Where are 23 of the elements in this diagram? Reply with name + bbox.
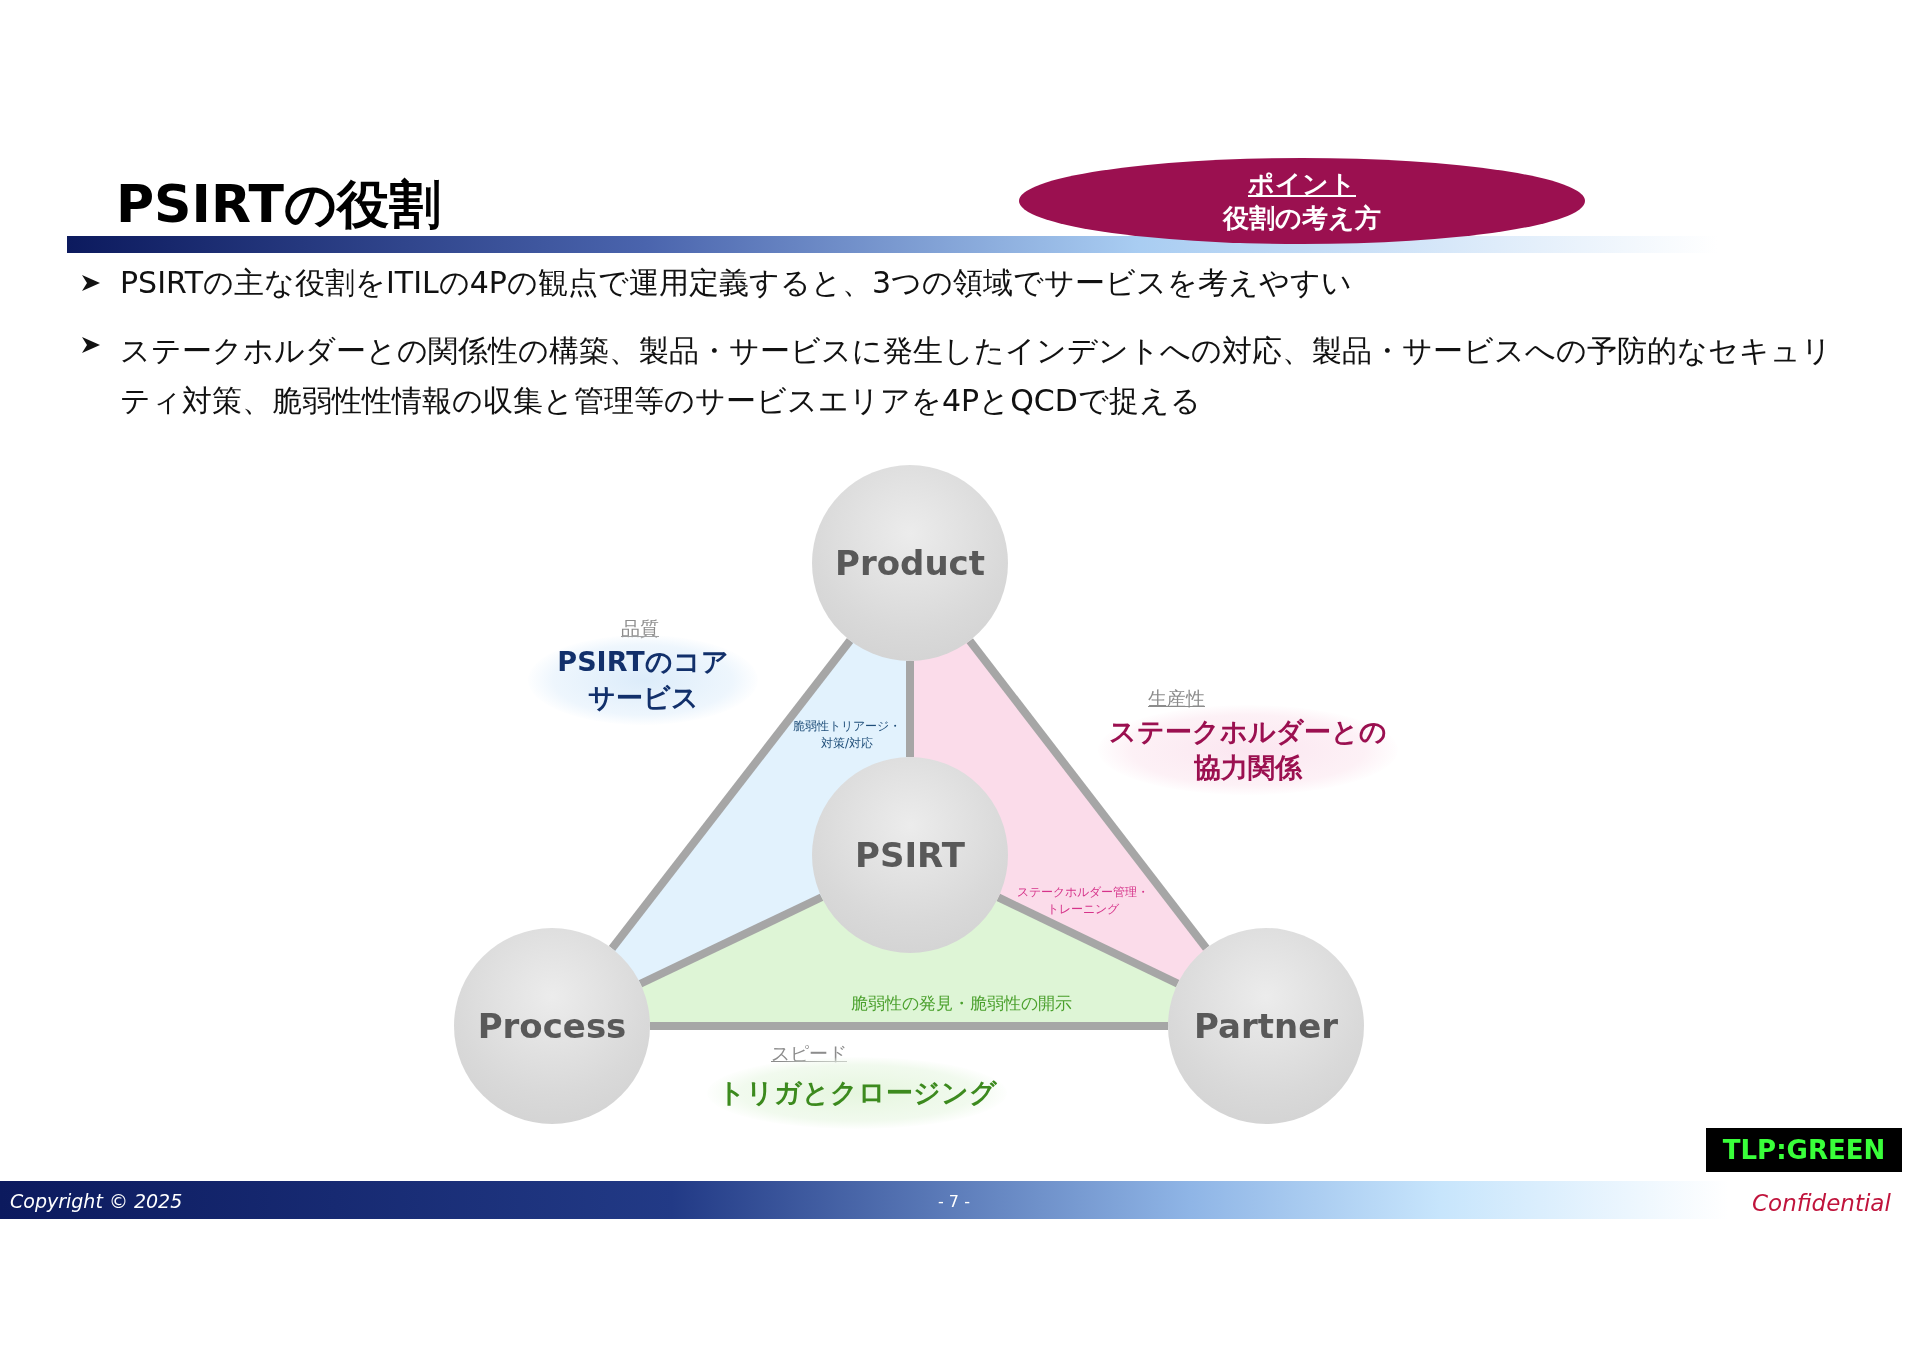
category-label: 品質 bbox=[621, 616, 659, 641]
connector-line bbox=[906, 661, 914, 757]
category-label: スピード bbox=[771, 1041, 847, 1066]
connector-line bbox=[966, 638, 1210, 951]
connector-line bbox=[638, 893, 824, 988]
connector-line bbox=[996, 893, 1180, 988]
point-text: 役割の考え方 bbox=[1223, 202, 1381, 235]
service-area-title: ステークホルダーとの協力関係 bbox=[1108, 715, 1388, 785]
region-label: 脆弱性トリアージ・対策/対応 bbox=[793, 718, 901, 752]
point-heading: ポイント bbox=[1248, 168, 1356, 201]
copyright-text: Copyright © 2025 bbox=[10, 1189, 183, 1214]
page-number: - 7 - bbox=[938, 1191, 970, 1213]
tlp-tag: TLP:GREEN bbox=[1706, 1128, 1902, 1172]
confidential-label: Confidential bbox=[1752, 1189, 1891, 1218]
region-label: 脆弱性の発見・脆弱性の開示 bbox=[849, 992, 1073, 1014]
connector-line bbox=[650, 1022, 1168, 1030]
region-label: ステークホルダー管理・トレーニング bbox=[1016, 884, 1150, 918]
service-area-title: トリガとクロージング bbox=[716, 1076, 998, 1110]
bullet-text: ステークホルダーとの関係性の構築、製品・サービスに発生したインデントへの対応、製品・サービスへの予防的なセキュリティ対策、脆弱性性情報の収集と管理等のサービスエリアを4PとQCDで捉える bbox=[120, 332, 1833, 420]
category-label: 生産性 bbox=[1148, 686, 1205, 711]
service-area-title: PSIRTのコアサービス bbox=[557, 645, 729, 715]
bullet-text: PSIRTの主な役割をITILの4Pの観点で運用定義すると、3つの領域でサービスを考えやすい bbox=[120, 264, 1352, 302]
connector-line bbox=[608, 638, 854, 951]
